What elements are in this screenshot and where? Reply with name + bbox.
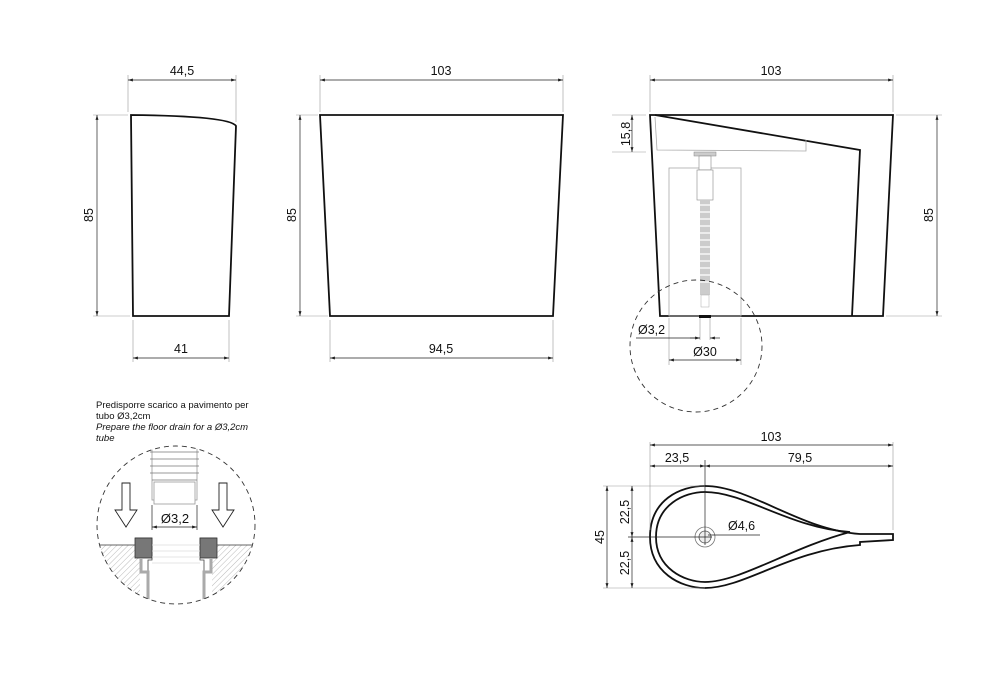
section-outline: [649, 114, 894, 317]
arrow-down-icon: [114, 482, 138, 528]
dim-box-width: Ø30: [693, 345, 717, 359]
dim-tail-length: 79,5: [788, 451, 812, 465]
dim-side-top: 44,5: [170, 64, 194, 78]
note-english: Prepare the floor drain for a Ø3,2cm tub…: [96, 422, 249, 444]
side-view: 44,5 85 41: [82, 64, 237, 362]
section-view: 103 15,8 85 Ø3,2 Ø30: [612, 64, 942, 413]
dim-front-height: 85: [285, 208, 299, 222]
floor-drain-note: Predisporre scarico a pavimento per tubo…: [96, 400, 266, 444]
dim-front-top: 103: [431, 64, 452, 78]
dim-drain-offset: 23,5: [665, 451, 689, 465]
drain-pipe: [693, 151, 717, 318]
dim-basin-depth: 15,8: [619, 122, 633, 146]
dim-front-bottom: 94,5: [429, 342, 453, 356]
basin-inner-line: [654, 114, 861, 317]
dim-side-bottom: 41: [174, 342, 188, 356]
dim-pipe-diameter: Ø3,2: [638, 323, 665, 337]
basin-outer: [649, 485, 894, 589]
front-view: 103 85 94,5: [285, 64, 564, 362]
tube-icon: [150, 446, 199, 505]
dim-half-top: 22,5: [618, 500, 632, 524]
dim-plan-total: 103: [761, 430, 782, 444]
dim-section-top: 103: [761, 64, 782, 78]
dim-drain-diameter: Ø4,6: [728, 519, 755, 533]
plan-view: 103 23,5 79,5 45 22,5 22,5 Ø4,6: [593, 430, 894, 589]
dim-section-height: 85: [922, 208, 936, 222]
dim-plan-width: 45: [593, 530, 607, 544]
detail-circle: [96, 445, 256, 605]
dim-tube-diameter: Ø3,2: [161, 511, 189, 526]
dim-side-height: 85: [82, 208, 96, 222]
dim-half-bottom: 22,5: [618, 551, 632, 575]
floor-drain-detail: Ø3,2: [96, 445, 256, 605]
note-italian: Predisporre scarico a pavimento per tubo…: [96, 400, 249, 422]
side-outline: [130, 114, 237, 317]
front-outline: [319, 114, 564, 317]
arrow-down-icon: [211, 482, 235, 528]
detail-callout-circle: [629, 279, 763, 413]
basin-inner: [655, 491, 851, 583]
